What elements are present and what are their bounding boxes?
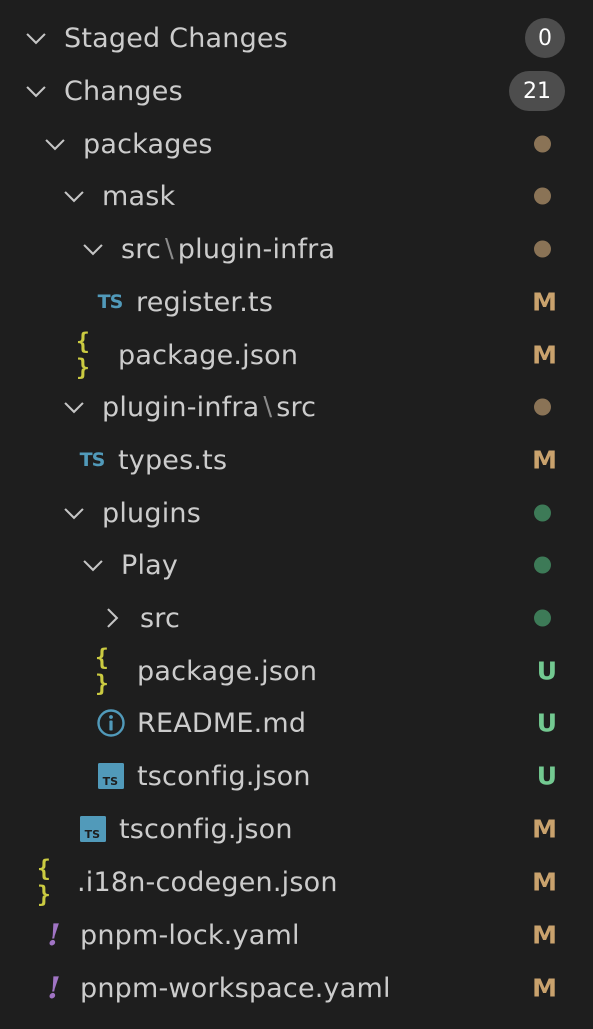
typescript-file-icon: TS (97, 291, 124, 313)
path-separator: \ (165, 234, 174, 264)
folder-label: Play (121, 549, 179, 581)
modified-status: M (532, 867, 557, 897)
tree-file-play-tsconfig-json[interactable]: TS tsconfig.json U (0, 750, 593, 802)
tree-folder-plugin-infra-src[interactable]: plugin-infra \ src (0, 381, 593, 433)
changes-count-badge: 21 (509, 71, 565, 111)
chevron-down-icon[interactable] (79, 235, 107, 263)
folder-label: plugins (102, 497, 201, 529)
tree-folder-play[interactable]: Play (0, 539, 593, 591)
tree-file-play-package-json[interactable]: { } package.json U (0, 645, 593, 697)
file-label: tsconfig.json (119, 813, 293, 845)
untracked-status: U (536, 761, 557, 791)
tree-folder-mask[interactable]: mask (0, 170, 593, 222)
tree-folder-plugins[interactable]: plugins (0, 487, 593, 539)
svg-text:TS: TS (103, 775, 119, 788)
file-label: package.json (118, 339, 299, 371)
modified-dot (534, 398, 551, 416)
tree-file-mask-package-json[interactable]: { } package.json M (0, 329, 593, 381)
tree-file-packages-tsconfig-json[interactable]: TS tsconfig.json M (0, 803, 593, 855)
file-label: register.ts (136, 286, 274, 318)
chevron-right-icon[interactable] (98, 604, 126, 632)
svg-text:TS: TS (85, 828, 101, 841)
folder-label: mask (102, 180, 176, 212)
json-file-icon: { } (76, 329, 92, 381)
untracked-dot (534, 609, 551, 627)
chevron-down-icon[interactable] (79, 551, 107, 579)
tree-folder-mask-src-plugin-infra[interactable]: src \ plugin-infra (0, 223, 593, 275)
tree-file-readme-md[interactable]: README.md U (0, 697, 593, 749)
chevron-down-icon[interactable] (60, 393, 88, 421)
tsconfig-file-icon: TS (77, 813, 109, 845)
changes-header[interactable]: Changes 21 (0, 65, 593, 117)
folder-label-part: src (121, 233, 162, 265)
yaml-file-icon: ! (47, 917, 61, 953)
modified-status: M (532, 973, 557, 1003)
tree-folder-play-src[interactable]: src (0, 592, 593, 644)
changes-label: Changes (64, 75, 183, 107)
modified-dot (534, 135, 551, 153)
file-label: README.md (137, 707, 307, 739)
staged-changes-header[interactable]: Staged Changes 0 (0, 12, 593, 64)
untracked-dot (534, 504, 551, 522)
untracked-status: U (536, 656, 557, 686)
chevron-down-icon[interactable] (22, 24, 50, 52)
modified-status: M (532, 287, 557, 317)
folder-label: src (140, 602, 181, 634)
json-file-icon: { } (37, 856, 53, 908)
modified-status: M (532, 340, 557, 370)
file-label: types.ts (118, 444, 228, 476)
folder-label-part: plugin-infra (102, 391, 260, 423)
file-label: pnpm-lock.yaml (80, 919, 300, 951)
path-separator: \ (263, 392, 273, 422)
tree-folder-packages[interactable]: packages (0, 118, 593, 170)
file-label: .i18n-codegen.json (77, 866, 338, 898)
folder-label-part: plugin-infra (177, 233, 336, 265)
tree-file-pnpm-workspace-yaml[interactable]: ! pnpm-workspace.yaml M (0, 962, 593, 1014)
staged-count-badge: 0 (525, 18, 565, 58)
file-label: package.json (137, 655, 318, 687)
info-icon (95, 707, 127, 739)
chevron-down-icon[interactable] (41, 130, 69, 158)
chevron-down-icon[interactable] (60, 499, 88, 527)
modified-status: M (532, 445, 557, 475)
untracked-status: U (536, 708, 557, 738)
tree-file-i18n-codegen-json[interactable]: { } .i18n-codegen.json M (0, 856, 593, 908)
chevron-down-icon[interactable] (60, 182, 88, 210)
chevron-down-icon[interactable] (22, 77, 50, 105)
typescript-file-icon: TS (79, 449, 106, 471)
folder-label-part: src (276, 391, 317, 423)
tree-file-pnpm-lock-yaml[interactable]: ! pnpm-lock.yaml M (0, 909, 593, 961)
file-label: pnpm-workspace.yaml (80, 972, 391, 1004)
tsconfig-file-icon: TS (95, 760, 127, 792)
modified-status: M (532, 920, 557, 950)
staged-changes-label: Staged Changes (64, 22, 288, 54)
json-file-icon: { } (95, 645, 111, 697)
modified-dot (534, 187, 551, 205)
file-label: tsconfig.json (137, 760, 311, 792)
modified-dot (534, 240, 551, 258)
untracked-dot (534, 556, 551, 574)
tree-file-types-ts[interactable]: TS types.ts M (0, 434, 593, 486)
modified-status: M (532, 814, 557, 844)
yaml-file-icon: ! (47, 970, 61, 1006)
tree-file-register-ts[interactable]: TS register.ts M (0, 276, 593, 328)
folder-label: packages (83, 128, 213, 160)
